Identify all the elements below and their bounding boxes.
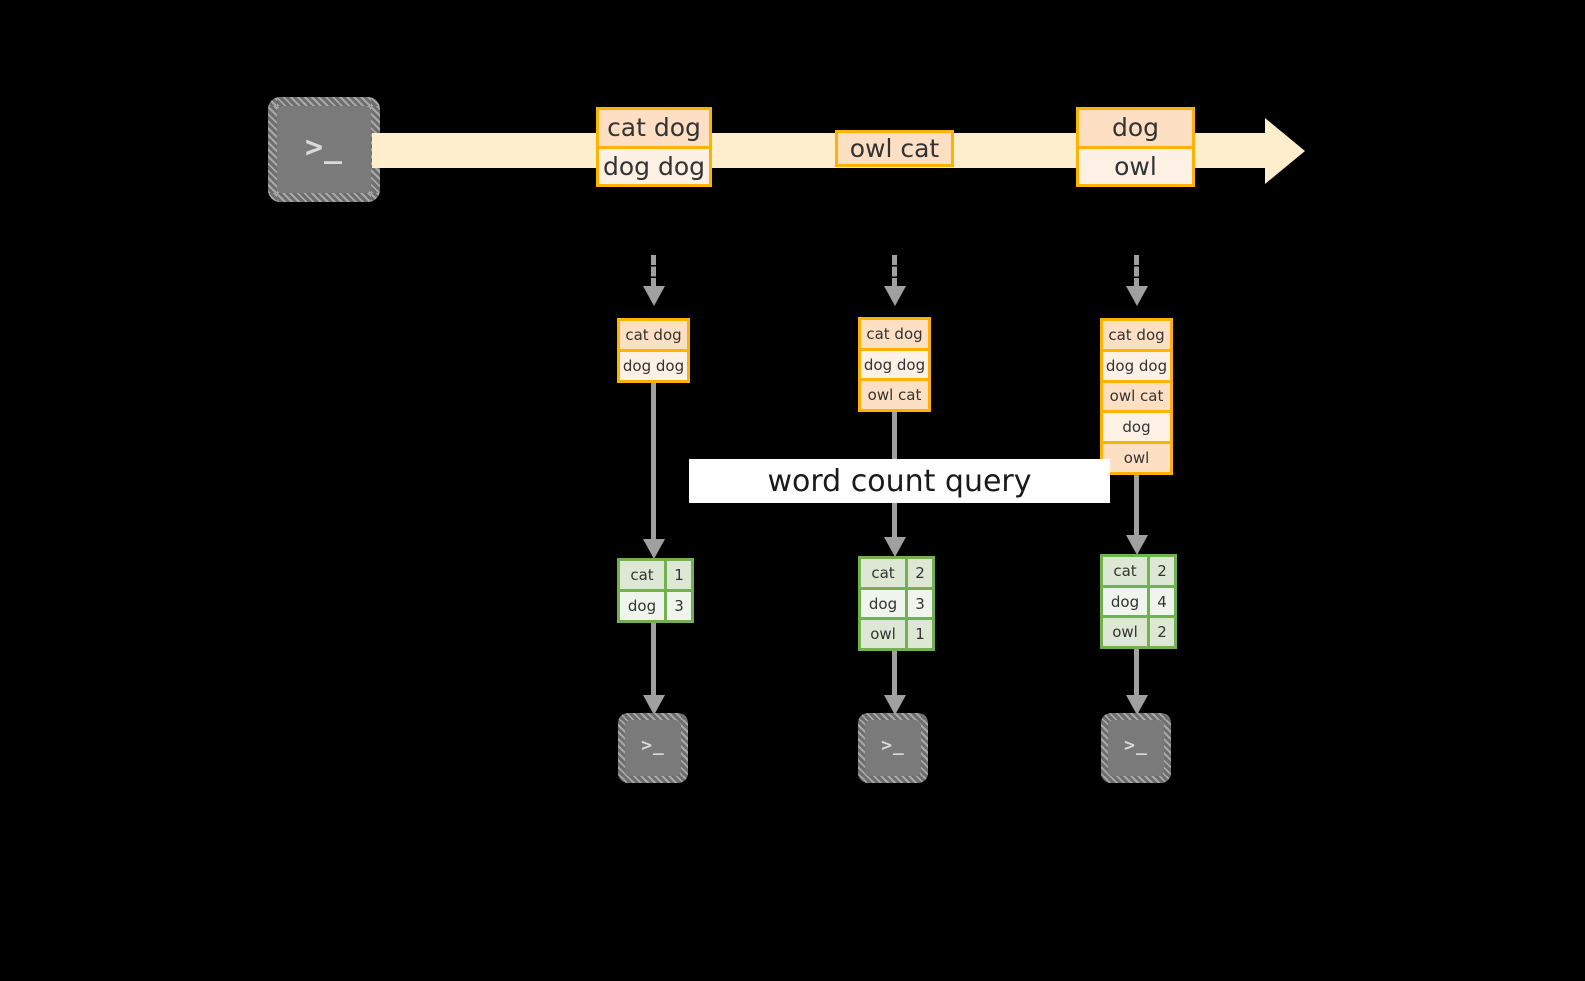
table-cell-word: owl (1103, 618, 1148, 647)
terminal-prompt-glyph: >_ (1124, 735, 1148, 756)
snapshot-1-tap-arrowhead (643, 286, 665, 306)
banner-label: word count query (767, 463, 1032, 499)
buffer-line: dog dog (1103, 348, 1170, 380)
terminal-prompt-glyph: >_ (641, 735, 665, 756)
table-row: cat 2 (861, 559, 932, 587)
table-cell-count: 3 (905, 589, 932, 618)
terminal-screen: >_ (1108, 720, 1164, 776)
table-cell-word: dog (620, 592, 665, 620)
stream-message-group-1: cat dog dog dog (596, 107, 712, 187)
stream-message-group-3: dog owl (1076, 107, 1195, 187)
buffer-line: cat dog (861, 320, 928, 348)
stream-arrow-head (1265, 118, 1305, 184)
buffer-line: dog (1103, 410, 1170, 442)
table-row: owl 2 (1103, 615, 1174, 647)
buffer-line: cat dog (620, 321, 687, 349)
snapshot-1-sink-terminal-icon[interactable]: >_ (618, 713, 688, 783)
stream-message-line: dog (1079, 110, 1192, 146)
table-cell-word: dog (1103, 587, 1148, 616)
buffer-line: owl cat (861, 378, 928, 410)
buffer-line: dog dog (620, 349, 687, 380)
snapshot-1-tap-line (651, 255, 656, 288)
terminal-screen: >_ (865, 720, 921, 776)
buffer-line: dog dog (861, 347, 928, 379)
table-row: owl 1 (861, 617, 932, 649)
buffer-line: cat dog (1103, 321, 1170, 349)
snapshot-3-result-table: cat 2 dog 4 owl 2 (1100, 554, 1177, 649)
table-cell-word: cat (861, 559, 906, 587)
stream-message-line: owl cat (838, 133, 951, 164)
table-row: dog 3 (620, 589, 691, 620)
source-terminal-icon[interactable]: >_ (268, 97, 380, 202)
snapshot-2-sink-arrowhead (884, 695, 906, 715)
terminal-prompt-glyph: >_ (304, 129, 344, 165)
snapshot-1-query-line (651, 383, 656, 541)
snapshot-1-sink-line (651, 623, 656, 697)
terminal-screen: >_ (625, 720, 681, 776)
snapshot-3-sink-arrowhead (1126, 695, 1148, 715)
table-row: cat 1 (620, 561, 691, 589)
snapshot-2-tap-line (892, 255, 897, 288)
table-row: cat 2 (1103, 557, 1174, 585)
terminal-screen: >_ (277, 106, 371, 193)
snapshot-1-result-table: cat 1 dog 3 (617, 558, 694, 623)
stream-message-line: cat dog (599, 110, 709, 146)
snapshot-3-sink-line (1134, 649, 1139, 697)
snapshot-2-query-arrowhead (884, 537, 906, 557)
snapshot-3-tap-line (1134, 255, 1139, 288)
stream-message-line: dog dog (599, 145, 709, 184)
snapshot-3-query-arrowhead (1126, 535, 1148, 555)
stream-message-line: owl (1079, 145, 1192, 184)
table-row: dog 3 (861, 586, 932, 618)
table-cell-count: 2 (1147, 557, 1174, 585)
table-cell-count: 2 (1147, 618, 1174, 647)
table-cell-word: cat (1103, 557, 1148, 585)
buffer-line: owl (1103, 441, 1170, 472)
snapshot-3-query-line (1134, 475, 1139, 537)
table-cell-word: owl (861, 620, 906, 649)
buffer-line: owl cat (1103, 379, 1170, 411)
table-cell-count: 3 (664, 592, 691, 620)
terminal-prompt-glyph: >_ (881, 735, 905, 756)
word-count-query-banner: word count query (689, 459, 1110, 503)
snapshot-3-sink-terminal-icon[interactable]: >_ (1101, 713, 1171, 783)
table-row: dog 4 (1103, 584, 1174, 616)
table-cell-word: cat (620, 561, 665, 589)
snapshot-2-sink-line (892, 651, 897, 697)
stream-message-group-2: owl cat (835, 130, 954, 167)
table-cell-word: dog (861, 589, 906, 618)
snapshot-2-result-table: cat 2 dog 3 owl 1 (858, 556, 935, 651)
snapshot-2-tap-arrowhead (884, 286, 906, 306)
table-cell-count: 1 (905, 620, 932, 649)
snapshot-1-query-arrowhead (643, 539, 665, 559)
snapshot-1-buffer: cat dog dog dog (617, 318, 690, 383)
table-cell-count: 2 (905, 559, 932, 587)
snapshot-2-buffer: cat dog dog dog owl cat (858, 317, 931, 412)
snapshot-3-buffer: cat dog dog dog owl cat dog owl (1100, 318, 1173, 475)
table-cell-count: 1 (664, 561, 691, 589)
table-cell-count: 4 (1147, 587, 1174, 616)
snapshot-2-sink-terminal-icon[interactable]: >_ (858, 713, 928, 783)
snapshot-3-tap-arrowhead (1126, 286, 1148, 306)
snapshot-1-sink-arrowhead (643, 695, 665, 715)
